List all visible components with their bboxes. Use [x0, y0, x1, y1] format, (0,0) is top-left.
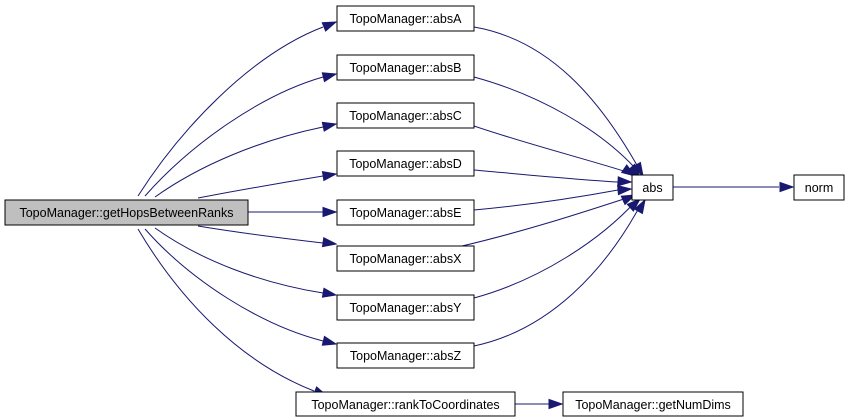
edge-getHopsBetweenRanks-to-rankToCoordinates: [137, 228, 329, 397]
node-abs[interactable]: abs: [631, 174, 674, 201]
node-label-absA: TopoManager::absA: [350, 12, 463, 26]
node-label-getNumDims: TopoManager::getNumDims: [575, 398, 731, 412]
edge-getHopsBetweenRanks-to-absE: [248, 206, 338, 218]
arrowhead-icon: [779, 181, 795, 193]
node-absB[interactable]: TopoManager::absB: [336, 54, 475, 81]
arrowhead-icon: [617, 176, 633, 187]
arrowhead-icon: [321, 335, 338, 346]
edge-getHopsBetweenRanks-to-absB: [144, 72, 338, 197]
node-norm[interactable]: norm: [793, 174, 845, 201]
node-getHopsBetweenRanks[interactable]: TopoManager::getHopsBetweenRanks: [4, 199, 249, 226]
arrowhead-icon: [617, 184, 633, 196]
arrowhead-icon: [620, 164, 637, 177]
node-label-absD: TopoManager::absD: [349, 157, 462, 171]
edge-getHopsBetweenRanks-to-absY: [154, 227, 338, 298]
node-label-absZ: TopoManager::absZ: [350, 349, 462, 363]
edge-absX-to-abs: [461, 194, 637, 247]
edge-absD-to-abs: [473, 169, 633, 187]
node-absY[interactable]: TopoManager::absY: [336, 294, 475, 321]
arrowhead-icon: [322, 206, 338, 218]
arrowhead-icon: [321, 21, 338, 32]
edge-getHopsBetweenRanks-to-absC: [154, 121, 338, 198]
node-label-getHopsBetweenRanks: TopoManager::getHopsBetweenRanks: [19, 206, 233, 220]
edge-line: [473, 76, 636, 169]
edge-line: [144, 228, 324, 342]
node-label-absC: TopoManager::absC: [349, 109, 462, 123]
node-label-absB: TopoManager::absB: [350, 61, 462, 75]
edge-line: [144, 76, 324, 197]
edge-line: [473, 125, 631, 174]
arrowhead-icon: [321, 121, 338, 132]
edge-getHopsBetweenRanks-to-absX: [197, 225, 338, 248]
edge-line: [473, 26, 639, 168]
edge-line: [154, 227, 324, 294]
node-absC[interactable]: TopoManager::absC: [336, 102, 475, 129]
edge-absB-to-abs: [473, 76, 642, 179]
edge-line: [137, 228, 315, 392]
edge-absC-to-abs: [473, 125, 637, 177]
node-label-absY: TopoManager::absY: [350, 301, 463, 315]
arrowhead-icon: [626, 197, 642, 212]
edge-line: [197, 225, 324, 244]
edge-line: [473, 169, 619, 183]
edge-getHopsBetweenRanks-to-absA: [137, 21, 338, 197]
edge-line: [197, 175, 324, 199]
arrowhead-icon: [627, 163, 642, 179]
node-rankToCoordinates[interactable]: TopoManager::rankToCoordinates: [295, 391, 516, 417]
node-label-abs: abs: [642, 181, 662, 195]
node-absX[interactable]: TopoManager::absX: [336, 245, 475, 272]
node-absE[interactable]: TopoManager::absE: [336, 199, 475, 226]
arrowhead-icon: [321, 72, 338, 83]
node-label-absX: TopoManager::absX: [350, 252, 463, 266]
edge-line: [473, 205, 641, 347]
edge-absZ-to-abs: [473, 198, 646, 347]
edge-rankToCoordinates-to-getNumDims: [515, 398, 564, 410]
node-absA[interactable]: TopoManager::absA: [336, 5, 475, 32]
edge-absY-to-abs: [473, 197, 642, 299]
edge-line: [461, 196, 631, 247]
arrowhead-icon: [548, 398, 564, 410]
edge-absE-to-abs: [473, 184, 633, 211]
edge-abs-to-norm: [673, 181, 795, 193]
node-label-rankToCoordinates: TopoManager::rankToCoordinates: [311, 398, 499, 412]
edge-line: [137, 26, 324, 197]
arrowhead-icon: [321, 287, 338, 298]
node-label-absE: TopoManager::absE: [350, 206, 462, 220]
edge-line: [473, 189, 619, 211]
node-absZ[interactable]: TopoManager::absZ: [336, 342, 475, 369]
edge-line: [473, 201, 636, 299]
node-absD[interactable]: TopoManager::absD: [336, 150, 475, 177]
edge-absA-to-abs: [473, 26, 644, 178]
node-getNumDims[interactable]: TopoManager::getNumDims: [562, 391, 744, 417]
edge-getHopsBetweenRanks-to-absZ: [144, 228, 338, 346]
edge-line: [154, 126, 324, 198]
node-label-norm: norm: [805, 181, 833, 195]
edge-getHopsBetweenRanks-to-absD: [197, 170, 338, 199]
arrowhead-icon: [321, 170, 338, 182]
arrowhead-icon: [321, 236, 338, 248]
arrowhead-icon: [633, 198, 646, 215]
